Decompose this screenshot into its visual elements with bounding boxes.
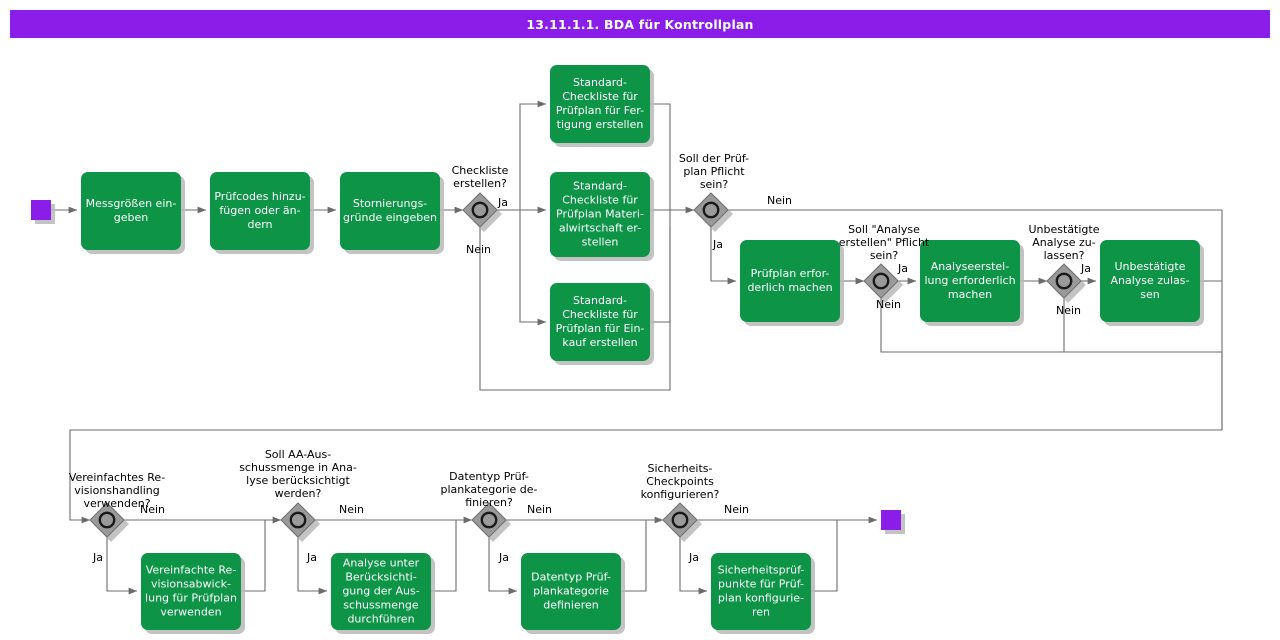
svg-text:Datentyp Prüf-plankategorie de: Datentyp Prüf-plankategorie de-finieren? <box>440 470 537 509</box>
svg-text:Nein: Nein <box>767 194 792 207</box>
svg-text:Nein: Nein <box>527 503 552 516</box>
svg-text:Nein: Nein <box>140 503 165 516</box>
svg-text:Stornierungs-gründe eingeben: Stornierungs-gründe eingeben <box>343 197 437 224</box>
task-node[interactable]: Sicherheitsprüf-punkte für Prüf-plan kon… <box>711 553 815 634</box>
svg-text:Vereinfachtes Re-visionshandli: Vereinfachtes Re-visionshandlingverwende… <box>69 471 165 510</box>
svg-text:Nein: Nein <box>466 243 491 256</box>
svg-text:Nein: Nein <box>724 503 749 516</box>
task-node[interactable]: Stornierungs-gründe eingeben <box>340 172 444 254</box>
svg-text:Soll AA-Aus-schussmenge in Ana: Soll AA-Aus-schussmenge in Ana-lyse berü… <box>239 448 357 500</box>
task-node[interactable]: Prüfplan erfor-derlich machen <box>740 240 844 326</box>
gateway-node[interactable]: Soll AA-Aus-schussmenge in Ana-lyse berü… <box>239 448 357 542</box>
svg-text:Prüfcodes hinzu-fügen oder än-: Prüfcodes hinzu-fügen oder än-dern <box>214 190 305 231</box>
task-node[interactable]: Messgrößen ein-geben <box>81 172 185 254</box>
svg-text:Ja: Ja <box>712 238 723 251</box>
svg-text:Nein: Nein <box>1056 304 1081 317</box>
gateway-node[interactable]: Datentyp Prüf-plankategorie de-finieren? <box>440 470 538 542</box>
page-title: 13.11.1.1. BDA für Kontrollplan <box>526 16 754 32</box>
svg-text:Ja: Ja <box>92 551 103 564</box>
svg-text:Ja: Ja <box>897 262 908 275</box>
edge-label-layer: Ja Nein Nein Ja Ja Nein Ja Nein Nein Ja … <box>92 194 1091 564</box>
svg-text:Nein: Nein <box>876 298 901 311</box>
task-node[interactable]: Vereinfachte Re-visionsabwick-lung für P… <box>141 553 245 634</box>
task-node[interactable]: Prüfcodes hinzu-fügen oder än-dern <box>210 172 314 254</box>
start-event[interactable] <box>31 200 55 224</box>
end-event[interactable] <box>881 510 905 534</box>
svg-text:Messgrößen ein-geben: Messgrößen ein-geben <box>86 197 177 224</box>
svg-text:Prüfplan erfor-derlich machen: Prüfplan erfor-derlich machen <box>747 267 832 294</box>
svg-text:Ja: Ja <box>688 551 699 564</box>
connector-layer <box>51 100 1223 595</box>
svg-text:Ja: Ja <box>497 196 508 209</box>
window-title-bar: 13.11.1.1. BDA für Kontrollplan <box>10 10 1270 38</box>
svg-text:Ja: Ja <box>498 551 509 564</box>
svg-text:Vereinfachte Re-visionsabwick-: Vereinfachte Re-visionsabwick-lung für P… <box>145 564 237 619</box>
svg-text:Nein: Nein <box>339 503 364 516</box>
svg-text:Ja: Ja <box>306 551 317 564</box>
svg-text:Sicherheitsprüf-punkte für Prü: Sicherheitsprüf-punkte für Prüf-plan kon… <box>718 564 805 619</box>
svg-text:Ja: Ja <box>1080 262 1091 275</box>
